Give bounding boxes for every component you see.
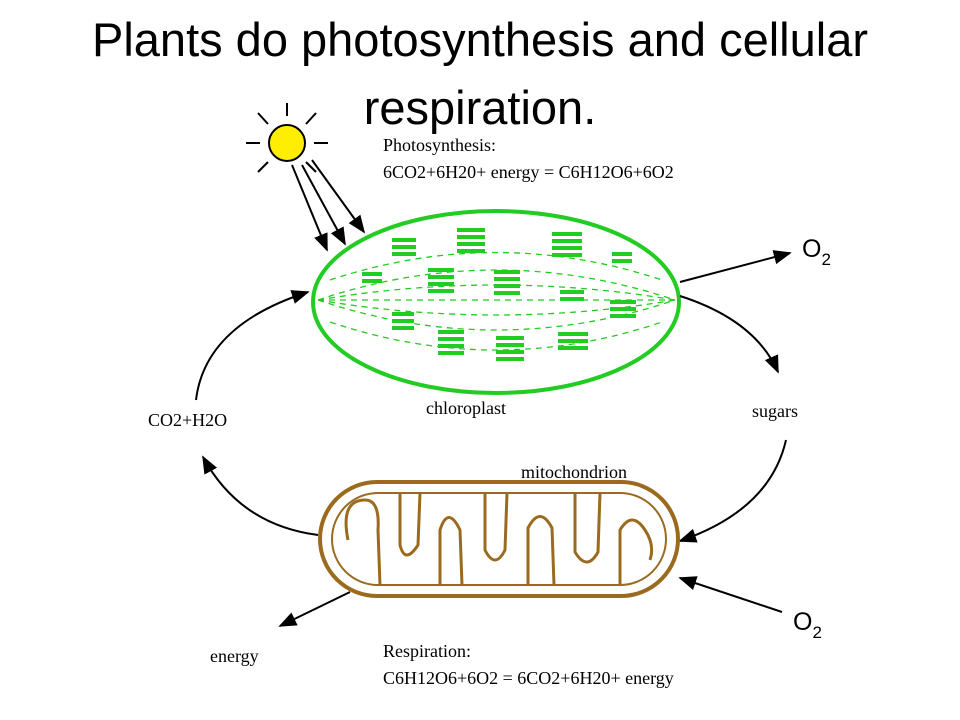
o2-release-arrow bbox=[679, 250, 792, 283]
o2-intake-arrow bbox=[678, 576, 783, 613]
energy-release-arrow bbox=[278, 591, 351, 627]
respiration-heading: Respiration: bbox=[383, 641, 471, 661]
sun-icon bbox=[246, 103, 366, 252]
o2-top-label: O2 bbox=[802, 235, 831, 269]
to-sugars-arrow bbox=[679, 295, 779, 374]
chloroplast-label: chloroplast bbox=[426, 398, 506, 418]
co2-h2o-label: CO2+H2O bbox=[148, 410, 227, 430]
mitochondrion-label: mitochondrion bbox=[521, 462, 627, 482]
energy-label: energy bbox=[210, 646, 259, 666]
sugars-label: sugars bbox=[752, 401, 798, 421]
mitochondrion-illustration bbox=[318, 480, 680, 598]
chloroplast-illustration bbox=[311, 209, 681, 395]
co2-h2o-to-chloroplast-arrow bbox=[195, 290, 310, 401]
slide-title: Plants do photosynthesis and cellular re… bbox=[0, 6, 960, 142]
o2-bottom-label: O2 bbox=[793, 608, 822, 642]
to-co2-h2o-arrow bbox=[202, 455, 319, 536]
photosynthesis-heading: Photosynthesis: bbox=[383, 135, 496, 155]
sugars-to-mitochondrion-arrow bbox=[678, 439, 787, 543]
respiration-equation: C6H12O6+6O2 = 6CO2+6H20+ energy bbox=[383, 668, 674, 688]
slide-title-line1: Plants do photosynthesis and cellular bbox=[92, 13, 868, 66]
photosynthesis-equation: 6CO2+6H20+ energy = C6H12O6+6O2 bbox=[383, 162, 674, 182]
slide-title-line2: respiration. bbox=[363, 81, 597, 134]
